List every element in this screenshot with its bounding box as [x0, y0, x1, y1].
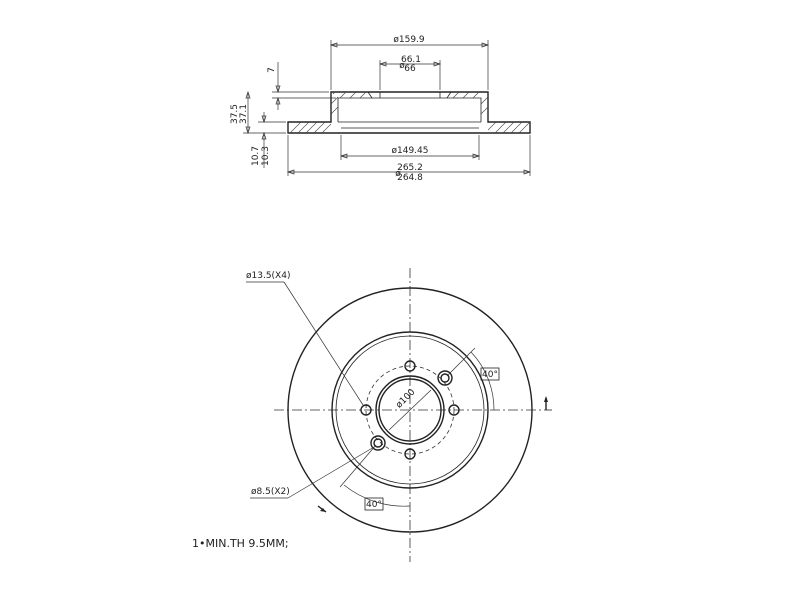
note-min-thickness: 1•MIN.TH 9.5MM; [192, 537, 289, 550]
hatch-left [289, 91, 367, 134]
label-pcd: ø100 [394, 387, 417, 410]
disc-profile-outline [287, 91, 531, 134]
section-view: ø159.9 ø 66.1 66 7 [230, 35, 532, 183]
section-marker [544, 396, 552, 411]
leader-hole-small: ø8.5(X2) [250, 446, 375, 499]
dim-inner-diameter-label: ø149.45 [392, 146, 429, 156]
dim-inner-diameter: ø149.45 [339, 135, 481, 160]
dim-hat-diameter-label: ø159.9 [393, 35, 425, 45]
bore-outer-circle [375, 375, 445, 445]
pcd-circle [365, 365, 455, 455]
dim-bore-lower: 66 [404, 64, 416, 74]
dim-outer-upper: 265.2 [397, 163, 423, 173]
dim-hat-thickness: 7 [267, 62, 336, 110]
bore-chamfer-right [446, 91, 452, 99]
hole-large-right [448, 404, 460, 416]
hatch-right [452, 91, 531, 134]
hat-inner-circle [335, 335, 485, 485]
leader-hole-large: ø13.5(X4) [246, 271, 364, 406]
angle-bottom: 40° [339, 444, 411, 511]
dim-hat-thickness-label: 7 [267, 67, 277, 73]
hole-small-lower-left [370, 435, 386, 451]
dim-total-height-upper: 37.5 [230, 104, 240, 124]
rotation-arrow-head [320, 508, 326, 512]
disc-outer-circle [287, 287, 533, 533]
bore-chamfer-left [367, 91, 373, 99]
angle-top-box [480, 367, 500, 381]
label-angle-bottom: 40° [366, 500, 382, 510]
dim-disc-thickness-upper: 10.7 [251, 146, 261, 166]
hole-large-left [360, 404, 372, 416]
dim-bore-upper: 66.1 [401, 55, 421, 65]
angle-top: 40° [446, 347, 500, 411]
hole-large-bottom [404, 448, 416, 460]
dim-bore-diameter: ø 66.1 66 [378, 55, 442, 90]
pcd-leader [388, 389, 432, 431]
front-view: ø13.5(X4) ø8.5(X2) ø100 40° 40° [246, 268, 552, 562]
dim-total-height-lower: 37.1 [239, 104, 249, 124]
dim-disc-thickness-lower: 10.3 [261, 146, 271, 166]
braking-surface-inner-circle [331, 331, 489, 489]
dim-outer-lower: 264.8 [397, 173, 423, 183]
hole-small-upper-right [437, 370, 453, 386]
dim-outer-phi: ø [395, 169, 401, 179]
dim-total-height: 37.5 37.1 [230, 90, 286, 135]
label-hole-large: ø13.5(X4) [246, 271, 290, 281]
hat-inner-outline [337, 97, 482, 122]
dim-outer-diameter: ø 265.2 264.8 [286, 135, 532, 183]
dim-bore-phi: ø [399, 61, 405, 71]
dim-disc-thickness: 10.7 10.3 [251, 112, 286, 168]
hole-large-top [404, 360, 416, 372]
label-hole-small: ø8.5(X2) [251, 487, 290, 497]
dim-hat-diameter: ø159.9 [329, 35, 490, 90]
bore-inner-circle [378, 378, 442, 442]
angle-bottom-box [364, 497, 384, 511]
label-angle-top: 40° [482, 370, 498, 380]
